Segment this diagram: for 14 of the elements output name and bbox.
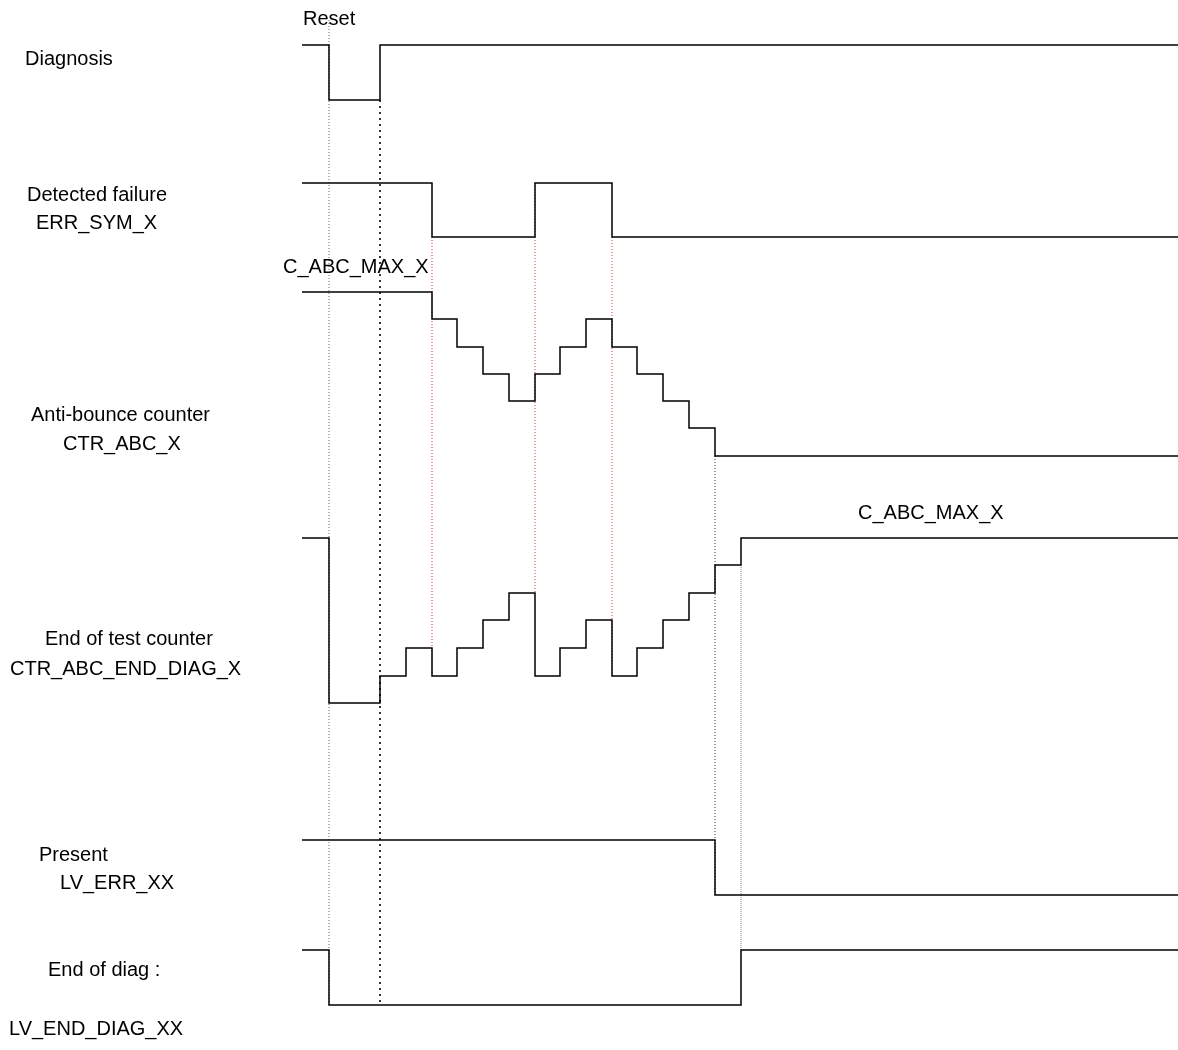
timing-annotation: Reset (303, 6, 356, 30)
signal-name: CTR_ABC_X (63, 431, 181, 455)
signal-name: Diagnosis (25, 46, 113, 70)
signal-name: End of test counter (45, 626, 213, 650)
timing-annotation: C_ABC_MAX_X (858, 500, 1004, 524)
signal-name: LV_END_DIAG_XX (9, 1016, 184, 1040)
signal-name: End of diag : (48, 957, 161, 981)
signal-name: Present (39, 842, 108, 866)
signal-name: CTR_ABC_END_DIAG_X (10, 656, 242, 680)
signal-name: ERR_SYM_X (36, 210, 158, 234)
signal-name: Detected failure (27, 182, 168, 206)
signal-name: LV_ERR_XX (60, 870, 175, 894)
timing-annotation: C_ABC_MAX_X (283, 254, 429, 278)
signal-name: Anti-bounce counter (31, 402, 210, 426)
